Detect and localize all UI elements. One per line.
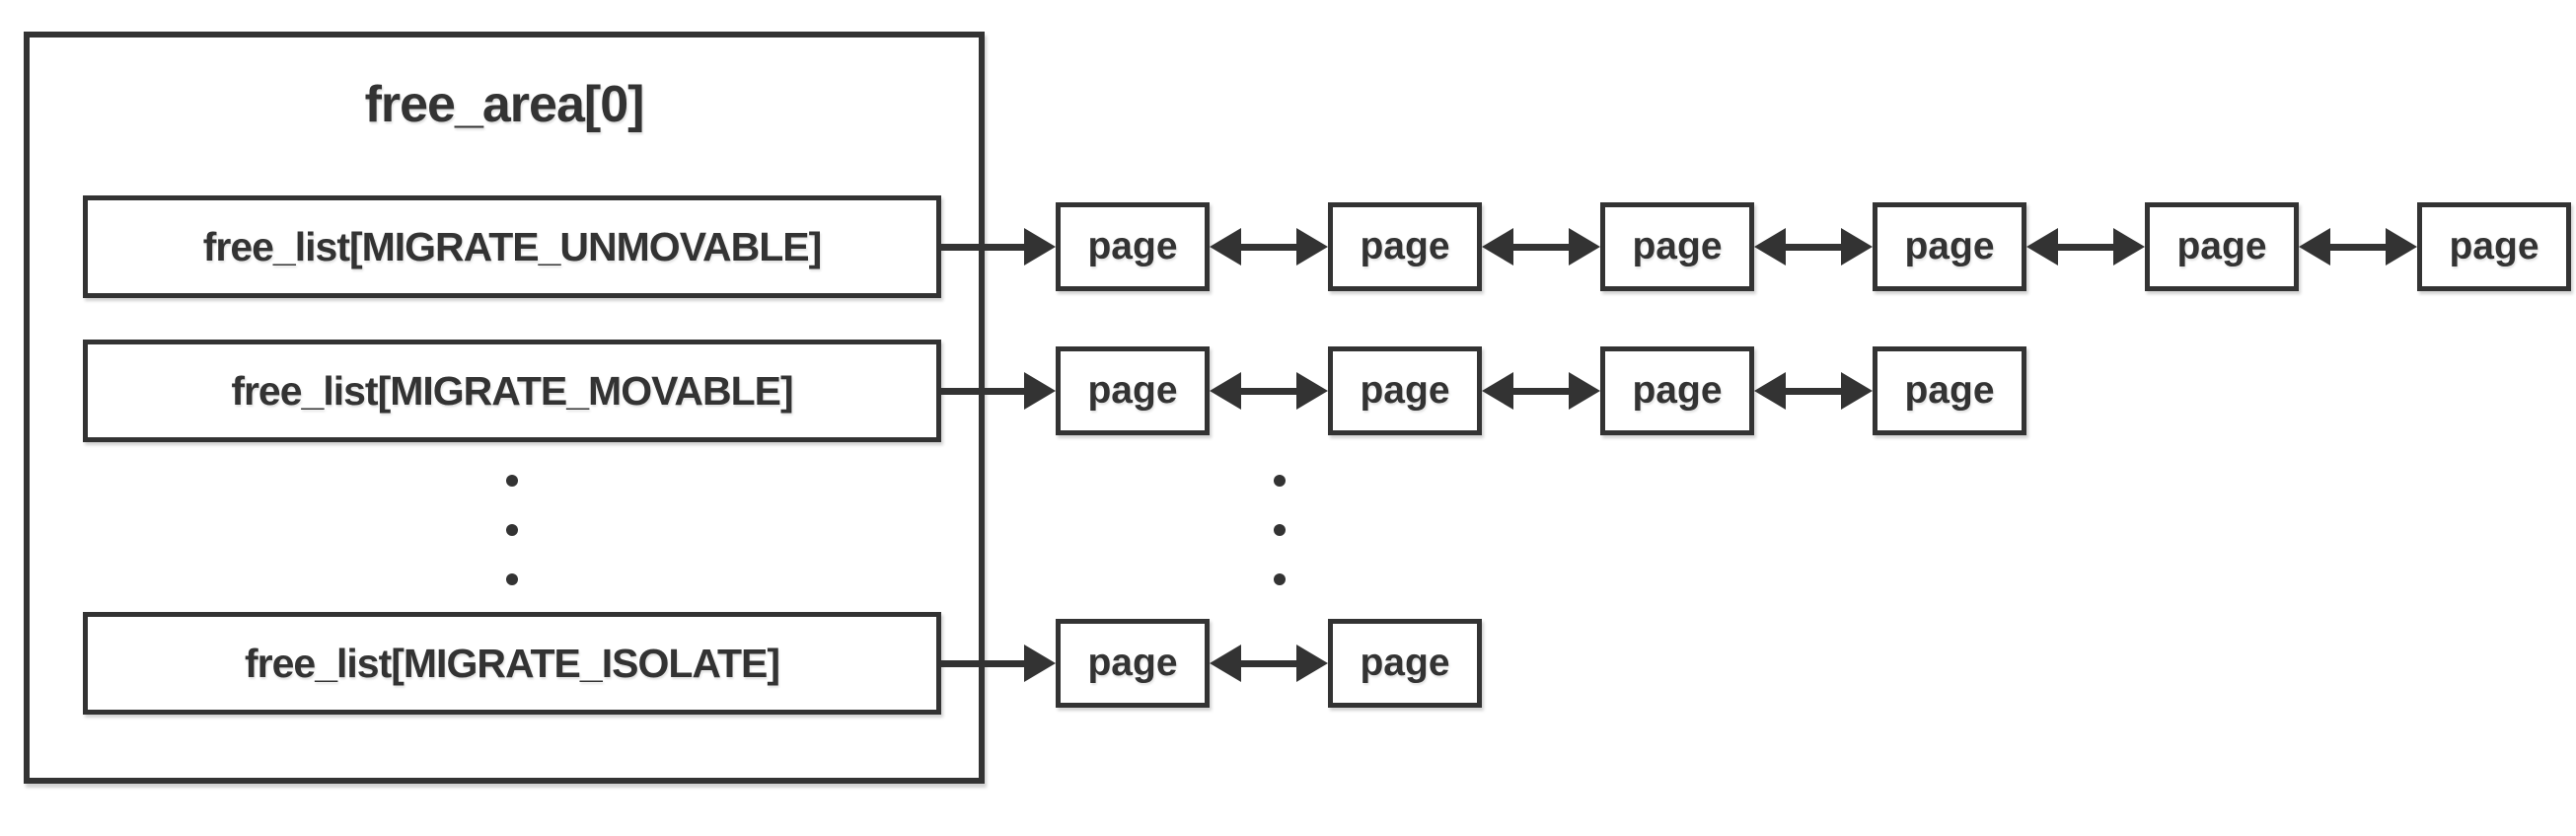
ellipsis-dot [506,573,518,585]
arrowhead-right-icon [1841,372,1873,410]
page-label: page [1087,642,1178,684]
double-arrow [2299,228,2417,266]
free-area-box: free_area[0] free_list[MIGRATE_UNMOVABLE… [24,32,985,784]
free-list-box-movable: free_list[MIGRATE_MOVABLE] [83,340,941,442]
arrowhead-right-icon [2113,228,2145,266]
arrowhead-left-icon [1210,228,1241,266]
double-arrow [1210,645,1328,682]
page-box: page [1600,346,1754,435]
arrowhead-right-icon [1841,228,1873,266]
ellipsis-dots-right [1274,475,1286,585]
ellipsis-dot [506,475,518,487]
page-box: page [1873,202,2026,291]
arrow-shaft [1786,387,1841,395]
arrow-shaft [941,243,1024,251]
page-label: page [1904,225,1995,267]
arrowhead-right-icon [1024,645,1056,682]
page-label: page [1904,369,1995,412]
free-area-title: free_area[0] [364,76,645,133]
arrowhead-left-icon [1210,645,1241,682]
arrowhead-left-icon [1210,372,1241,410]
arrowhead-right-icon [1569,228,1600,266]
arrowhead-left-icon [1754,228,1786,266]
arrowhead-left-icon [1482,228,1513,266]
ellipsis-dot [1274,573,1286,585]
arrowhead-right-icon [1296,645,1328,682]
page-label: page [1087,225,1178,267]
page-box: page [1056,346,1210,435]
arrowhead-right-icon [2386,228,2417,266]
list-to-page-arrow [941,645,1056,682]
free-list-box-isolate: free_list[MIGRATE_ISOLATE] [83,612,941,715]
double-arrow [2026,228,2145,266]
free-list-label: free_list[MIGRATE_MOVABLE] [231,367,793,414]
page-chain: page page page page page page [941,195,2571,298]
double-arrow [1210,372,1328,410]
free-list-label: free_list[MIGRATE_ISOLATE] [245,640,780,686]
arrow-shaft [1241,243,1296,251]
page-box: page [1056,619,1210,708]
arrowhead-left-icon [1482,372,1513,410]
page-box: page [1600,202,1754,291]
ellipsis-dot [1274,524,1286,536]
ellipsis-dot [506,524,518,536]
page-box: page [1328,202,1482,291]
arrowhead-right-icon [1296,372,1328,410]
ellipsis-dot [1274,475,1286,487]
page-box: page [2145,202,2299,291]
arrowhead-right-icon [1296,228,1328,266]
page-label: page [1087,369,1178,412]
arrow-shaft [1513,387,1569,395]
page-box: page [2417,202,2571,291]
page-box: page [1873,346,2026,435]
double-arrow [1754,228,1873,266]
page-box: page [1056,202,1210,291]
free-list-label: free_list[MIGRATE_UNMOVABLE] [202,223,823,269]
page-label: page [1632,225,1723,267]
arrowhead-right-icon [1024,372,1056,410]
ellipsis-dots-left [506,475,518,585]
page-chain: page page page page [941,340,2026,442]
double-arrow [1754,372,1873,410]
arrow-shaft [2330,243,2386,251]
page-label: page [1360,369,1450,412]
page-box: page [1328,346,1482,435]
arrowhead-left-icon [2026,228,2058,266]
arrow-shaft [941,387,1024,395]
arrow-shaft [941,659,1024,667]
free-list-box-unmovable: free_list[MIGRATE_UNMOVABLE] [83,195,941,298]
list-to-page-arrow [941,372,1056,410]
page-label: page [1360,225,1450,267]
arrowhead-left-icon [1754,372,1786,410]
arrow-shaft [1241,387,1296,395]
page-label: page [1632,369,1723,412]
arrow-shaft [1513,243,1569,251]
page-box: page [1328,619,1482,708]
arrowhead-left-icon [2299,228,2330,266]
double-arrow [1482,372,1600,410]
page-label: page [1360,642,1450,684]
arrow-shaft [1241,659,1296,667]
arrow-shaft [2058,243,2113,251]
page-label: page [2449,225,2539,267]
arrowhead-right-icon [1024,228,1056,266]
page-label: page [2176,225,2267,267]
arrowhead-right-icon [1569,372,1600,410]
list-to-page-arrow [941,228,1056,266]
double-arrow [1210,228,1328,266]
page-chain: page page [941,612,1482,715]
arrow-shaft [1786,243,1841,251]
double-arrow [1482,228,1600,266]
